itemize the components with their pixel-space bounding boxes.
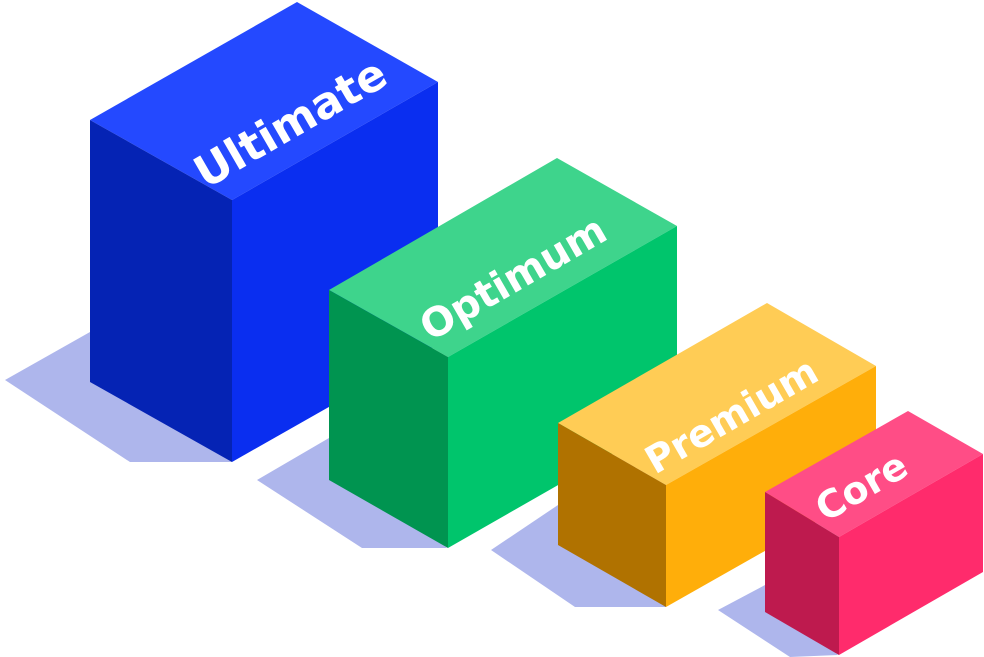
premium-box: Premium (558, 303, 876, 607)
core-box: Core (765, 411, 983, 655)
core-box-side (765, 492, 839, 655)
ultimate-box: Ultimate (90, 2, 438, 462)
premium-box-side (558, 423, 666, 607)
core-box-front (839, 454, 983, 655)
optimum-box-side (329, 290, 448, 548)
optimum-box: Optimum (329, 158, 677, 548)
optimum-box-top (329, 158, 677, 357)
core-shadow (718, 585, 838, 657)
premium-box-top (558, 303, 876, 485)
ultimate-box-side (90, 120, 232, 462)
ultimate-box-top (90, 2, 438, 200)
core-box-top (765, 411, 983, 537)
premium-box-front (666, 366, 876, 607)
optimum-box-front (448, 226, 677, 548)
